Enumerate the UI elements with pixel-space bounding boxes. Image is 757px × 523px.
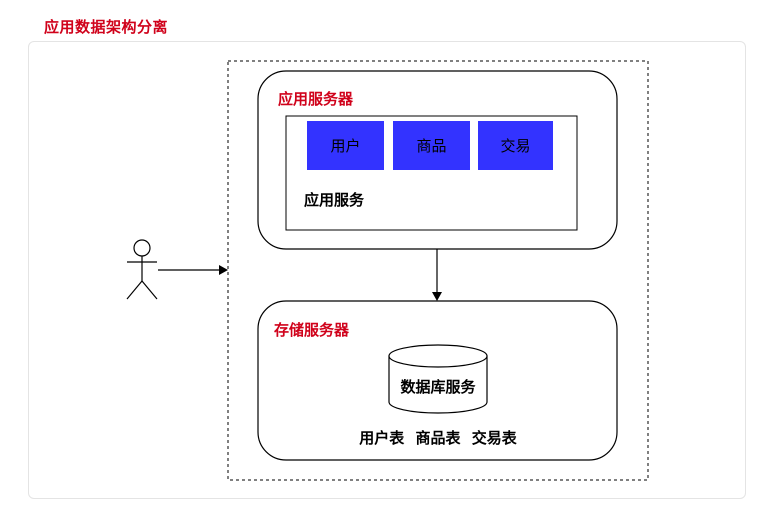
module-user: 用户 xyxy=(307,121,384,170)
storage-server-title: 存储服务器 xyxy=(274,321,350,339)
module-user-label: 用户 xyxy=(330,137,361,155)
module-trade-label: 交易 xyxy=(500,137,531,155)
page-title: 应用数据架构分离 xyxy=(44,18,169,36)
user-actor-icon xyxy=(126,239,158,300)
app-to-storage-arrowhead xyxy=(432,292,442,301)
module-product-label: 商品 xyxy=(416,137,447,155)
system-boundary xyxy=(227,60,649,481)
app-server-title: 应用服务器 xyxy=(278,90,354,108)
user-to-system-arrowhead xyxy=(219,265,228,275)
module-trade: 交易 xyxy=(478,121,553,170)
database-cylinder xyxy=(388,344,488,414)
database-label: 数据库服务 xyxy=(400,378,476,396)
table-list: 用户表 商品表 交易表 xyxy=(359,429,517,447)
app-service-label: 应用服务 xyxy=(304,191,365,209)
module-product: 商品 xyxy=(393,121,470,170)
